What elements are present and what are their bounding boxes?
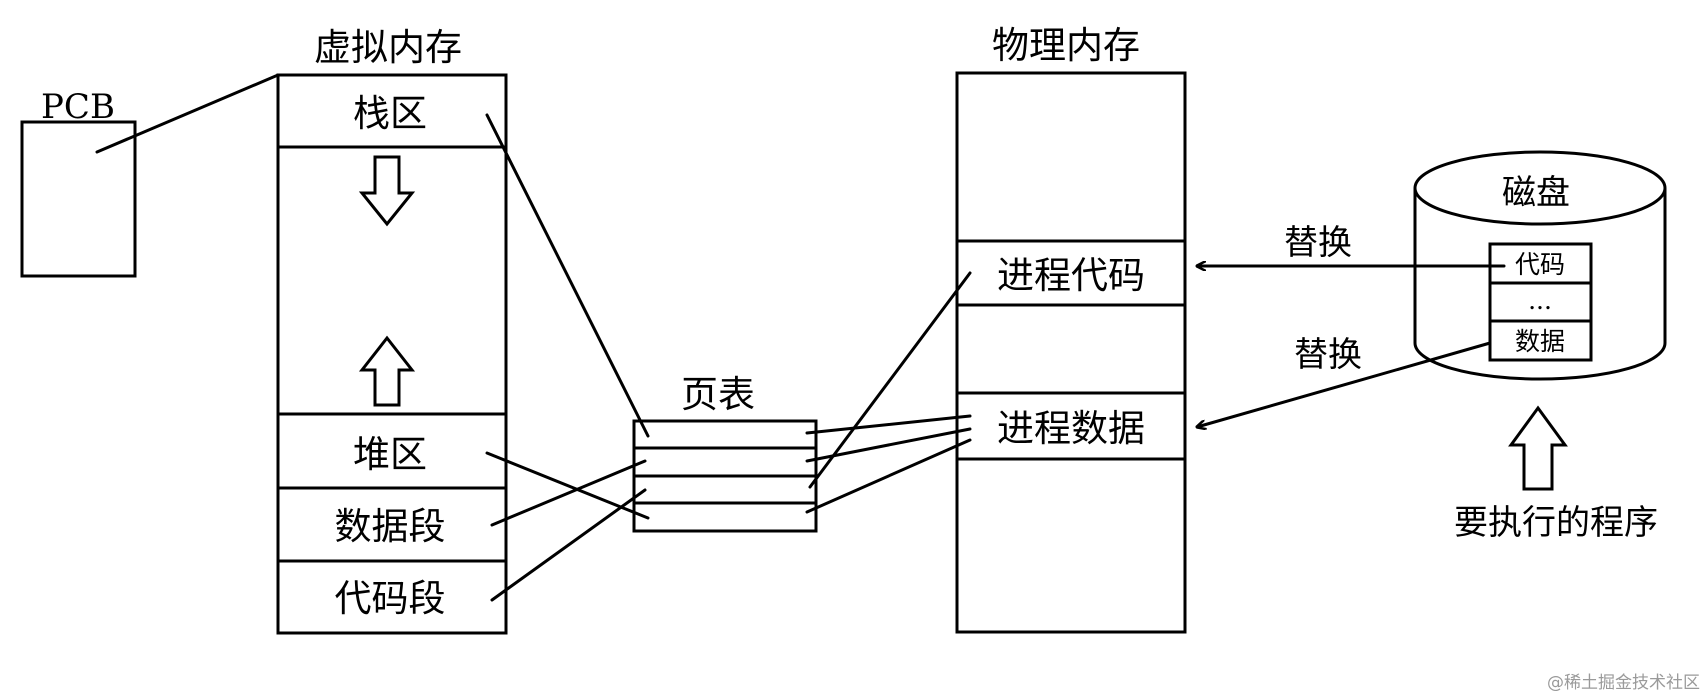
heap-region-label: 堆区 [353, 433, 427, 476]
data-segment-to-page-table-line [490, 459, 647, 527]
data-segment-label: 数据段 [335, 505, 446, 548]
virtual-memory: 虚拟内存 栈区 堆区 数据段 代码段 [276, 26, 508, 635]
code-segment-label: 代码段 [335, 577, 446, 620]
pcb-label: PCB [41, 87, 115, 127]
program-load-arrow-icon [1508, 405, 1568, 491]
physical-memory: 物理内存 进程代码 进程数据 [955, 24, 1187, 634]
pcb-block: PCB [20, 87, 137, 278]
heap-to-page-table-line [485, 451, 650, 520]
disk: 磁盘 代码 ... 数据 [1413, 150, 1667, 381]
code-segment-to-page-table-line [490, 488, 647, 602]
pcb-to-vm-line [95, 73, 280, 154]
virtual-memory-title: 虚拟内存 [314, 26, 462, 69]
disk-program-box [1488, 242, 1593, 362]
swap-data-arrow [1197, 341, 1492, 427]
stack-region-label: 栈区 [353, 92, 427, 135]
page-table-to-process-data-line [805, 438, 972, 514]
process-data-label: 进程数据 [997, 407, 1145, 450]
page-table-to-process-code-line [808, 271, 972, 489]
stack-growth-arrow-icon [358, 155, 416, 227]
physical-memory-title: 物理内存 [992, 24, 1140, 67]
process-code-label: 进程代码 [997, 254, 1145, 297]
physical-memory-box [955, 71, 1187, 634]
pcb-box [20, 120, 137, 278]
swap-data-label: 替换 [1294, 335, 1362, 375]
stack-to-page-table-line [485, 113, 650, 438]
disk-ellipsis-label: ... [1528, 286, 1552, 315]
page-table-to-process-data-line [805, 414, 972, 435]
page-table: 页表 [632, 373, 818, 533]
disk-title: 磁盘 [1502, 173, 1570, 213]
program-to-execute-label: 要执行的程序 [1454, 503, 1658, 543]
disk-top [1413, 150, 1667, 226]
disk-code-label: 代码 [1515, 250, 1565, 279]
swap-code-label: 替换 [1284, 223, 1352, 263]
page-table-title: 页表 [681, 373, 755, 416]
heap-growth-arrow-icon [358, 335, 416, 407]
disk-data-label: 数据 [1515, 327, 1565, 356]
watermark: @稀土掘金技术社区 [1547, 673, 1700, 693]
